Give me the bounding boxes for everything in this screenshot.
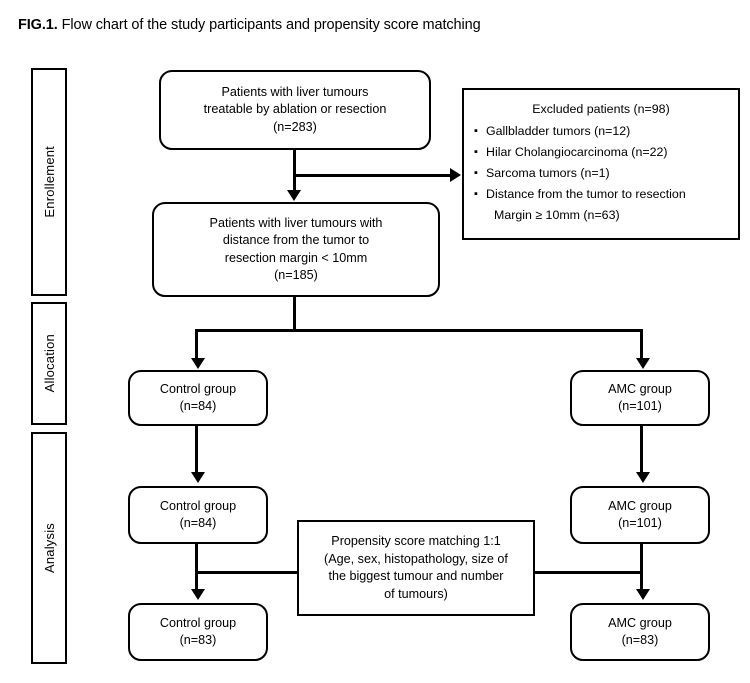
- phase-bar-enrollement: Enrollement: [31, 68, 67, 296]
- arrowhead-alloc-control-icon: [191, 358, 205, 369]
- figure-label: FIG.1.: [18, 17, 58, 33]
- connector-eligible-to-included: [293, 150, 296, 192]
- arrowhead-matched-control-icon: [191, 589, 205, 600]
- node-analysis-amc-line2: (n=101): [618, 516, 662, 530]
- node-matching-line1: Propensity score matching 1:1: [331, 534, 501, 548]
- connector-bus-to-amc: [640, 329, 643, 360]
- connector-matching-right: [533, 571, 642, 574]
- excluded-title: Excluded patients (n=98): [532, 102, 670, 116]
- node-eligible-line3: (n=283): [273, 119, 317, 134]
- phase-label-allocation: Allocation: [41, 334, 57, 393]
- node-excluded-patients: Excluded patients (n=98) ▪ Gallbladder t…: [462, 88, 740, 240]
- excluded-item-text: Hilar Cholangiocarcinoma (n=22): [486, 145, 668, 159]
- bullet-square-icon: ▪: [474, 167, 478, 179]
- bullet-square-icon: ▪: [474, 146, 478, 158]
- list-item: ▪ Distance from the tumor to resection M…: [474, 184, 728, 226]
- connector-matching-left: [195, 571, 299, 574]
- phase-bar-analysis: Analysis: [31, 432, 67, 664]
- node-included-line4: (n=185): [274, 268, 318, 282]
- node-included-patients: Patients with liver tumours with distanc…: [152, 202, 440, 297]
- node-matched-amc-line1: AMC group: [608, 615, 672, 630]
- node-allocation-amc-group: AMC group (n=101): [570, 370, 710, 426]
- connector-alloc-to-analysis-control: [195, 426, 198, 474]
- list-item: ▪ Gallbladder tumors (n=12): [474, 121, 728, 142]
- connector-allocation-bus: [195, 329, 643, 332]
- node-matched-amc-line2: (n=83): [621, 633, 659, 647]
- node-matching-line4: of tumours): [384, 586, 448, 601]
- connector-alloc-to-analysis-amc: [640, 426, 643, 474]
- node-matching-line2: (Age, sex, histopathology, size of: [324, 551, 508, 566]
- phase-bar-allocation: Allocation: [31, 302, 67, 425]
- node-analysis-control-line1: Control group: [159, 498, 237, 513]
- node-analysis-control-group: Control group (n=84): [128, 486, 268, 544]
- connector-included-down: [293, 297, 296, 331]
- excluded-item-continuation: Margin ≥ 10mm (n=63): [494, 208, 620, 222]
- connector-to-excluded: [293, 174, 452, 177]
- node-analysis-amc-line1: AMC group: [608, 498, 672, 513]
- node-alloc-control-line1: Control group: [159, 381, 237, 396]
- node-included-line2: distance from the tumor to: [222, 233, 370, 247]
- node-matched-control-line2: (n=83): [179, 633, 217, 647]
- connector-analysis-to-matched-amc: [640, 544, 643, 592]
- node-analysis-control-line2: (n=84): [179, 516, 217, 530]
- node-eligible-line1: Patients with liver tumours: [221, 84, 369, 99]
- node-allocation-control-group: Control group (n=84): [128, 370, 268, 426]
- excluded-item-text: Sarcoma tumors (n=1): [486, 166, 610, 180]
- node-included-line3: resection margin < 10mm: [224, 250, 368, 265]
- node-eligible-patients: Patients with liver tumours treatable by…: [159, 70, 431, 150]
- node-alloc-amc-line1: AMC group: [608, 381, 672, 396]
- node-matched-amc-group: AMC group (n=83): [570, 603, 710, 661]
- node-alloc-control-line2: (n=84): [179, 399, 217, 413]
- excluded-item-text: Gallbladder tumors (n=12): [486, 124, 631, 138]
- node-matched-control-line1: Control group: [159, 615, 237, 630]
- figure-caption: Flow chart of the study participants and…: [61, 17, 481, 33]
- node-analysis-amc-group: AMC group (n=101): [570, 486, 710, 544]
- node-eligible-line2: treatable by ablation or resection: [203, 102, 387, 117]
- arrowhead-analysis-amc-icon: [636, 472, 650, 483]
- phase-label-enrollement: Enrollement: [41, 146, 57, 218]
- arrowhead-analysis-control-icon: [191, 472, 205, 483]
- excluded-list: ▪ Gallbladder tumors (n=12) ▪ Hilar Chol…: [474, 121, 728, 226]
- connector-analysis-to-matched-control: [195, 544, 198, 592]
- bullet-square-icon: ▪: [474, 188, 478, 200]
- node-included-line1: Patients with liver tumours with: [209, 215, 383, 230]
- node-alloc-amc-line2: (n=101): [618, 399, 662, 413]
- arrowhead-matched-amc-icon: [636, 589, 650, 600]
- excluded-item-text: Distance from the tumor to resection: [486, 187, 686, 201]
- node-matching-line3: the biggest tumour and number: [328, 569, 504, 583]
- phase-label-analysis: Analysis: [41, 522, 57, 573]
- node-propensity-score-matching: Propensity score matching 1:1 (Age, sex,…: [297, 520, 535, 616]
- arrowhead-included-icon: [287, 190, 301, 201]
- arrowhead-alloc-amc-icon: [636, 358, 650, 369]
- bullet-square-icon: ▪: [474, 125, 478, 137]
- list-item: ▪ Hilar Cholangiocarcinoma (n=22): [474, 142, 728, 163]
- node-matched-control-group: Control group (n=83): [128, 603, 268, 661]
- list-item: ▪ Sarcoma tumors (n=1): [474, 163, 728, 184]
- connector-bus-to-control: [195, 329, 198, 360]
- page-title: FIG.1. Flow chart of the study participa…: [18, 16, 481, 34]
- arrowhead-excluded-icon: [450, 168, 461, 182]
